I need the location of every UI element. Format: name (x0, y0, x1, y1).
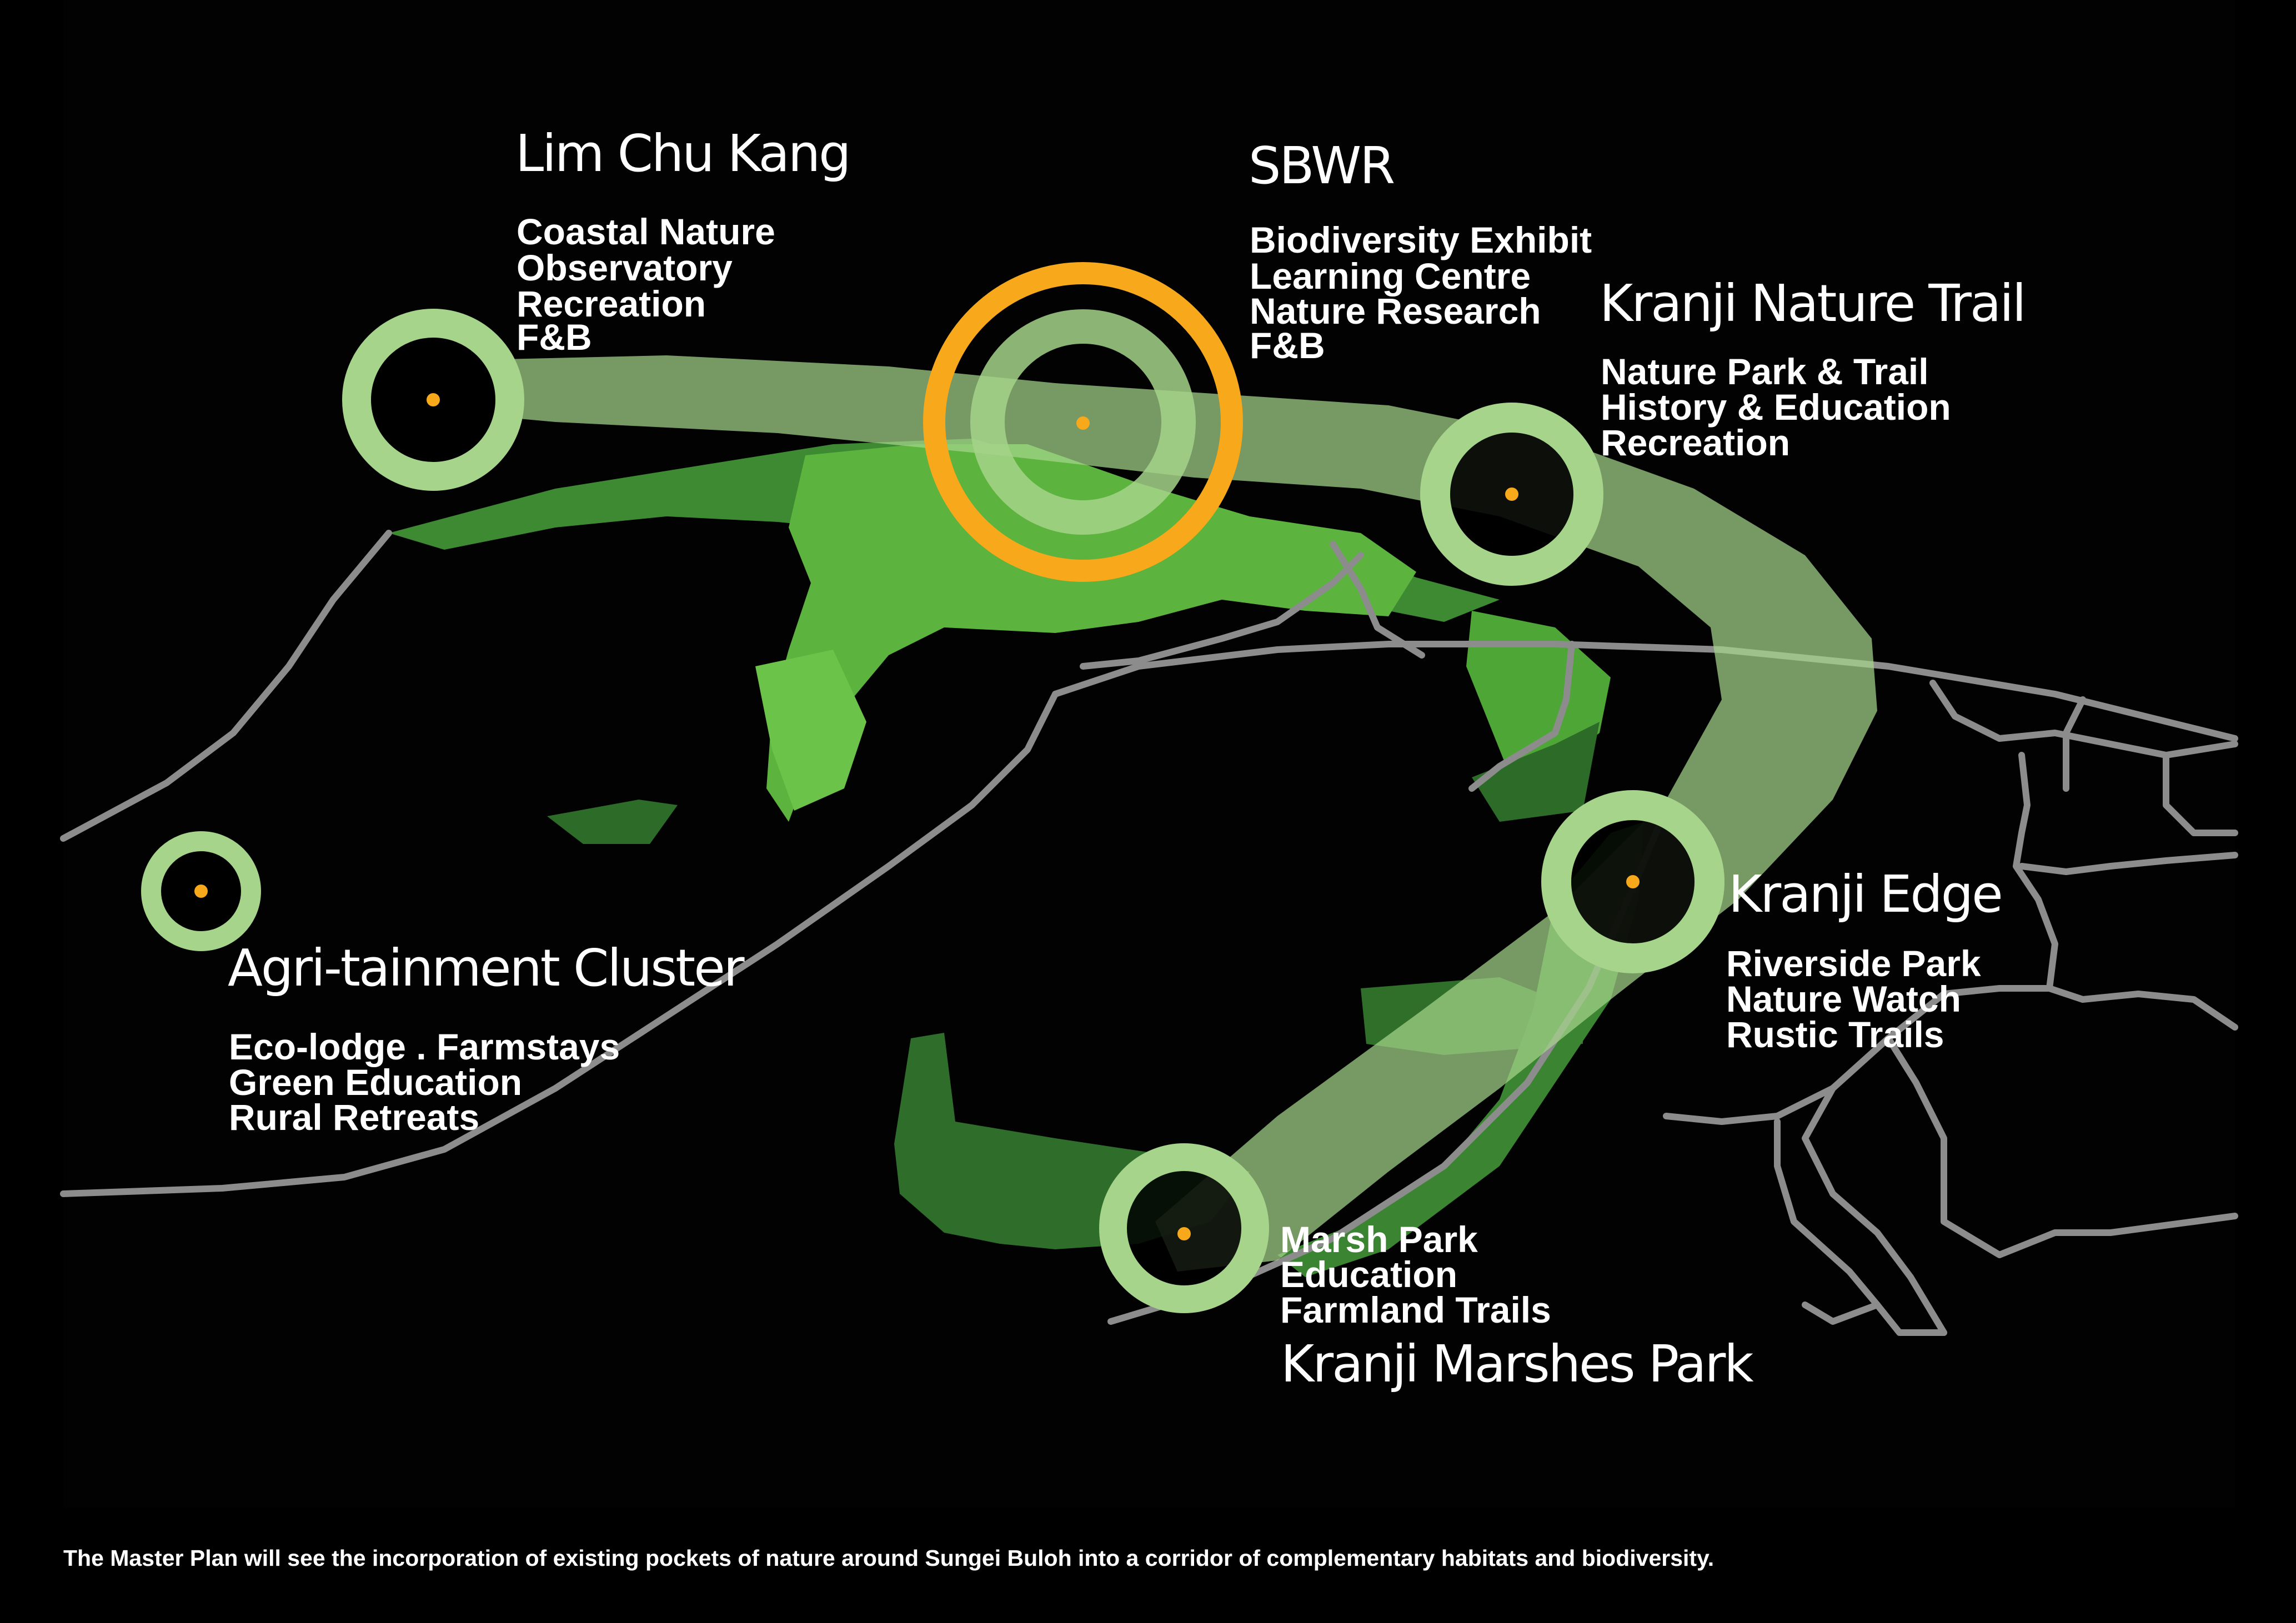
feature-label: Farmland Trails (1280, 1289, 1551, 1330)
feature-label: Recreation (517, 283, 706, 324)
feature-label: Nature Watch (1726, 978, 1961, 1019)
node-sbwr[interactable] (923, 262, 1243, 582)
feature-label: Marsh Park (1280, 1219, 1478, 1260)
cluster-sbwr: SBWR Biodiversity Exhibit Learning Centr… (1249, 136, 1592, 366)
road (1663, 1085, 1836, 1125)
cluster-title: Kranji Nature Trail (1600, 274, 2024, 333)
node-dot (1177, 1227, 1191, 1240)
green-corridor (433, 355, 1877, 1272)
node-kranji-edge[interactable] (1541, 790, 1724, 973)
bright-green-patch (755, 650, 866, 811)
node-kranji-nature-trail[interactable] (1420, 403, 1603, 586)
cluster-title: Agri-tainment Cluster (228, 938, 745, 998)
node-dot (194, 885, 208, 898)
caption: The Master Plan will see the incorporati… (63, 1545, 1715, 1571)
feature-label: Nature Park & Trail (1601, 351, 1929, 392)
feature-label: Green Education (229, 1062, 522, 1103)
feature-label: F&B (517, 316, 592, 358)
road (1330, 541, 1425, 659)
node-agri-tainment-cluster[interactable] (141, 831, 261, 951)
road (1874, 1302, 1947, 1336)
road (60, 530, 392, 842)
cluster-title: Lim Chu Kang (515, 124, 850, 183)
node-dot (1626, 875, 1640, 888)
road (1468, 641, 1575, 792)
cluster-title: Kranji Edge (1728, 865, 2002, 924)
road-network (60, 530, 2238, 1336)
feature-label: Recreation (1601, 422, 1790, 463)
node-dot (1505, 488, 1518, 501)
feature-label: Nature Research (1250, 290, 1541, 331)
road (1802, 985, 2053, 1336)
cluster-kranji-marshes-park: Marsh Park Education Farmland Trails Kra… (1280, 1219, 1756, 1394)
road (2013, 752, 2238, 1031)
cluster-title: Kranji Marshes Park (1281, 1334, 1754, 1394)
road (2063, 696, 2086, 792)
cluster-title: SBWR (1249, 136, 1394, 195)
feature-label: Riverside Park (1726, 943, 1981, 984)
node-kranji-marshes-park[interactable] (1099, 1143, 1269, 1313)
feature-label: Observatory (517, 247, 733, 288)
cluster-kranji-nature-trail: Kranji Nature Trail Nature Park & Trail … (1600, 274, 2026, 463)
road (1885, 1035, 2238, 1258)
cluster-kranji-edge: Kranji Edge Riverside Park Nature Watch … (1726, 865, 2003, 1055)
feature-label: Education (1280, 1254, 1457, 1295)
dark-green-block (547, 800, 678, 844)
feature-label: Eco-lodge . Farmstays (229, 1026, 620, 1067)
dark-green-block (1472, 722, 1600, 822)
cluster-agri-tainment: Agri-tainment Cluster Eco-lodge . Farmst… (228, 938, 746, 1138)
bright-green-patch (766, 444, 1416, 822)
road (1774, 1118, 1881, 1325)
nodes (141, 262, 1724, 1313)
cluster-lim-chu-kang: Lim Chu Kang Coastal Nature Observatory … (515, 124, 851, 358)
node-dot (427, 393, 440, 406)
feature-label: F&B (1250, 325, 1325, 366)
corridor-band (433, 355, 1877, 1272)
road (2018, 852, 2238, 875)
road (2163, 752, 2238, 836)
highlight-ring (923, 262, 1243, 582)
feature-label: Biodiversity Exhibit (1250, 219, 1592, 260)
feature-label: Rustic Trails (1726, 1014, 1944, 1055)
node-lim-chu-kang[interactable] (342, 309, 524, 491)
road (1080, 552, 1364, 670)
feature-label: Learning Centre (1250, 255, 1531, 297)
feature-label: Rural Retreats (229, 1097, 479, 1138)
feature-label: History & Education (1601, 386, 1951, 428)
node-dot (1076, 416, 1090, 430)
feature-label: Coastal Nature (517, 211, 775, 252)
